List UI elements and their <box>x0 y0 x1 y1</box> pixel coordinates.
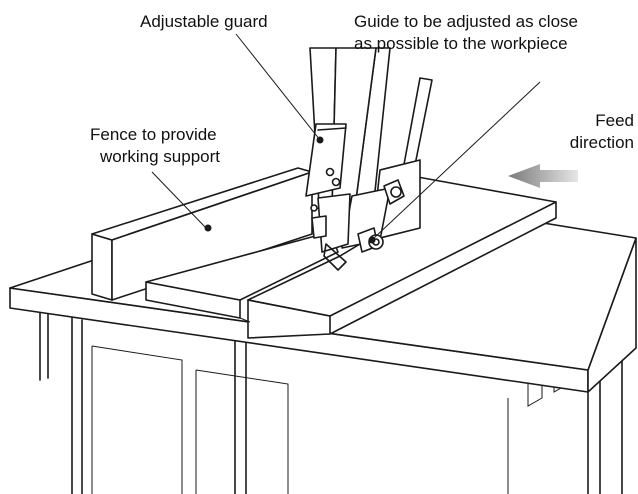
machine-cabinet <box>39 307 623 494</box>
label-guide-line1: Guide to be adjusted as close <box>354 12 578 31</box>
guard-bolt <box>325 167 335 177</box>
guard-pointer-dot <box>316 136 324 144</box>
guard-bolt <box>331 177 341 187</box>
label-fence-line1: Fence to provide <box>90 125 217 144</box>
label-adjustable-guard: Adjustable guard <box>140 12 268 31</box>
fence <box>91 167 313 301</box>
guide-knob <box>390 186 402 198</box>
workpiece <box>145 175 557 339</box>
leader-fence <box>151 171 207 229</box>
leader-guard <box>235 33 321 141</box>
feed-direction-arrow <box>508 164 578 188</box>
leader-guide <box>373 81 541 239</box>
label-feed-line1: Feed <box>595 111 634 130</box>
label-feed-line2: direction <box>570 133 634 152</box>
fence-pointer-dot <box>204 224 212 232</box>
label-fence-line2: working support <box>99 147 220 166</box>
guide-pointer-dot <box>368 236 376 244</box>
blade-guard-assembly <box>305 47 433 271</box>
guard-bolt <box>310 204 318 212</box>
label-guide-line2: as possible to the workpiece <box>354 34 568 53</box>
